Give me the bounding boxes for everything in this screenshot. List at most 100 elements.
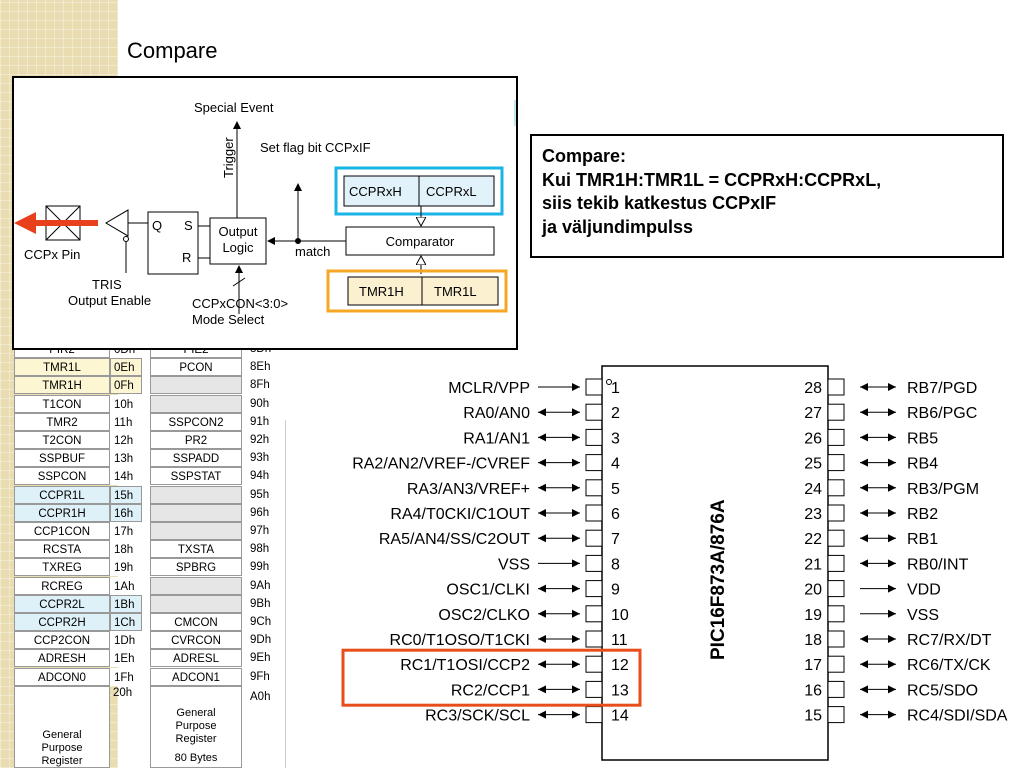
- register-address: 98h: [250, 543, 270, 556]
- pin-number: 18: [804, 632, 822, 649]
- register-cell: PCON: [150, 358, 242, 377]
- register-address: 94h: [250, 470, 270, 483]
- pin-number: 20: [804, 582, 822, 599]
- register-cell: [150, 576, 242, 595]
- pin-label: VDD: [907, 582, 941, 599]
- general-purpose-left: [14, 685, 110, 768]
- register-address: 19h: [110, 558, 142, 577]
- gp-right-text: General: [176, 707, 216, 719]
- pin-label: RA3/AN3/VREF+: [407, 481, 530, 498]
- register-cell: SSPCON: [14, 467, 110, 486]
- register-address: 96h: [250, 506, 270, 519]
- pin-number: 13: [611, 682, 629, 699]
- output-logic-2: Logic: [222, 240, 254, 255]
- pin-label: RB1: [907, 531, 938, 548]
- register-cell: RCREG: [14, 576, 110, 595]
- pin-number: 8: [611, 556, 620, 573]
- register-cell: [150, 485, 242, 504]
- register-cell: CCP2CON: [14, 631, 110, 650]
- pin-number: 15: [804, 708, 822, 725]
- pin-label: RA2/AN2/VREF-/CVREF: [352, 456, 530, 473]
- ccprxl-register: CCPRxL: [426, 184, 477, 199]
- gp-right-text: 80 Bytes: [174, 752, 218, 764]
- register-cell: SSPSTAT: [150, 467, 242, 486]
- pin-number: 10: [611, 607, 629, 624]
- pin-number: 21: [804, 556, 822, 573]
- tris-label-2: Output Enable: [68, 293, 151, 308]
- chip-diagram: PIC16F873A/876A1MCLR/VPP2RA0/AN03RA1/AN1…: [341, 365, 1008, 761]
- latch-r: R: [182, 250, 191, 265]
- pin-label: RC5/SDO: [907, 682, 978, 699]
- register-cell: ADCON0: [14, 667, 110, 686]
- pin-number: 2: [611, 405, 620, 422]
- register-cell: PR2: [150, 431, 242, 449]
- output-arrow: [14, 212, 36, 234]
- register-address: 1Dh: [110, 631, 142, 650]
- register-address: 95h: [250, 488, 270, 501]
- pin-label: RA0/AN0: [463, 405, 530, 422]
- callout-line-3: siis tekib katkestus CCPxIF: [542, 193, 777, 213]
- tmr1h-register: TMR1H: [359, 284, 404, 299]
- gp-left-text: Purpose: [41, 742, 83, 754]
- pin-number: 23: [804, 506, 822, 523]
- pin-label: RA5/AN4/SS/C2OUT: [379, 531, 530, 548]
- register-address: 99h: [250, 561, 270, 574]
- register-address: A0h: [250, 690, 271, 703]
- register-cell: TMR1L: [14, 358, 110, 377]
- register-cell: CCPR1L: [14, 485, 110, 504]
- register-address: 8Eh: [250, 361, 271, 374]
- register-address: 18h: [110, 540, 142, 559]
- callout-line-4: ja väljundimpulss: [542, 216, 694, 237]
- trigger-label: Trigger: [221, 137, 236, 178]
- gp-left-text: General: [42, 729, 82, 741]
- pin-label: RB2: [907, 506, 938, 523]
- register-address: 97h: [250, 525, 270, 537]
- pin-number: 14: [611, 708, 629, 725]
- register-cell: SSPCON2: [150, 412, 242, 431]
- pin-label: OSC2/CLKO: [438, 607, 530, 624]
- pin-label: RB3/PGM: [907, 481, 979, 498]
- special-event-label: Special Event: [194, 100, 274, 115]
- gp-left-text: Register: [41, 755, 83, 767]
- pin-label: RC3/SCK/SCL: [425, 708, 530, 725]
- chip-name: PIC16F873A/876A: [708, 499, 729, 660]
- ccpxcon-label-1: CCPxCON<3:0>: [192, 296, 288, 311]
- register-cell: T1CON: [14, 394, 110, 413]
- pin-label: MCLR/VPP: [448, 380, 530, 397]
- register-cell: CCPR2L: [14, 594, 110, 613]
- pin-number: 28: [804, 380, 822, 397]
- pin-label: RC4/SDI/SDA: [907, 708, 1008, 725]
- register-address: 91h: [250, 415, 270, 428]
- pin-number: 25: [804, 456, 822, 473]
- pin-number: 26: [804, 430, 822, 447]
- register-address: 9Fh: [250, 670, 270, 683]
- register-cell: SSPBUF: [14, 449, 110, 468]
- pin-number: 16: [804, 682, 822, 699]
- register-address: 12h: [110, 431, 142, 449]
- ccp-pins-highlight: [341, 648, 642, 707]
- pin-label: RA1/AN1: [463, 430, 530, 447]
- latch-q: Q: [152, 218, 162, 233]
- register-cell: ADRESH: [14, 649, 110, 668]
- register-cell: CCP1CON: [14, 522, 110, 540]
- register-cell: CCPR1H: [14, 503, 110, 522]
- output-logic-1: Output: [218, 224, 257, 239]
- pin-label: RC1/T1OSI/CCP2: [400, 657, 530, 674]
- pin-number: 6: [611, 506, 620, 523]
- comparator-block: Comparator: [386, 234, 455, 249]
- pin-number: 4: [611, 456, 620, 473]
- pin-label: RB5: [907, 430, 938, 447]
- pin-number: 27: [804, 405, 822, 422]
- set-flag-label: Set flag bit CCPxIF: [260, 140, 371, 155]
- register-address: 13h: [110, 449, 142, 468]
- register-cell: ADCON1: [150, 667, 242, 686]
- register-address: 10h: [110, 394, 142, 413]
- register-cell: CMCON: [150, 613, 242, 631]
- pin-label: RC0/T1OSO/T1CKI: [390, 632, 530, 649]
- register-cell: ADRESL: [150, 649, 242, 668]
- register-cell: TMR2: [14, 412, 110, 431]
- pin-label: RC6/TX/CK: [907, 657, 991, 674]
- register-address: 0Fh: [110, 376, 142, 395]
- tmr1l-register: TMR1L: [434, 284, 477, 299]
